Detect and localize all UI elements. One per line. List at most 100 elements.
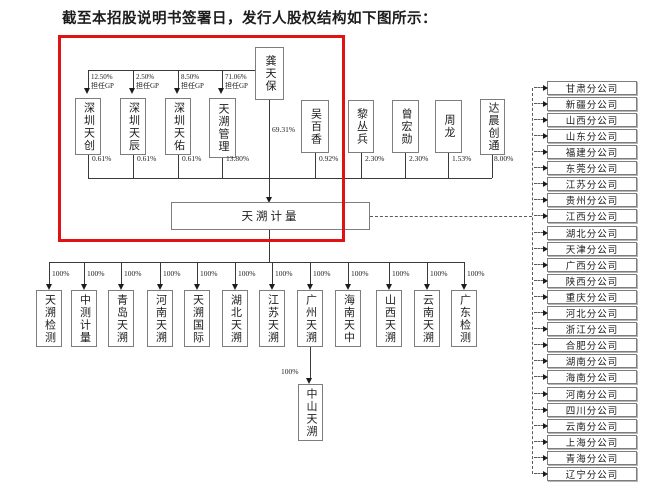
entity-name: 中山天溯: [305, 387, 317, 438]
connector-line: [235, 262, 236, 284]
subsidiary-name: 天溯检测: [43, 293, 56, 344]
dotted-connector-line: [534, 457, 544, 458]
arrow-down-icon: [129, 88, 135, 94]
branch-company-label: 四川分公司: [565, 407, 619, 417]
connector-line: [405, 153, 406, 178]
subsidiary-box: 天溯检测: [36, 290, 62, 347]
arrow-right-icon: [543, 406, 548, 413]
branch-company-box: 贵州分公司: [534, 193, 637, 207]
dotted-connector-line: [534, 264, 544, 265]
entity-box-zeng-hongxun: 曾宏勋: [392, 100, 419, 153]
stake-pct-label: 100%: [281, 367, 299, 376]
entity-box-dachen-chuangtong: 达晨创通: [480, 99, 505, 155]
branch-company-box: 甘肃分公司: [534, 81, 637, 95]
gp-stake-label: 2.50% 担任GP: [136, 73, 176, 90]
dotted-connector-line: [534, 409, 544, 410]
subsidiary-group: 100% 云南天溯: [414, 262, 448, 385]
entity-name: 周龙: [443, 114, 455, 139]
arrow-right-icon: [543, 422, 548, 429]
connector-line: [133, 155, 134, 178]
subsidiary-box: 云南天溯: [414, 290, 440, 347]
stake-pct-label: 100%: [124, 269, 142, 278]
arrow-down-icon: [156, 284, 163, 290]
connector-line: [88, 155, 89, 178]
arrow-right-icon: [543, 116, 548, 123]
dotted-connector-line: [534, 167, 544, 168]
branch-company-box: 湖南分公司: [534, 354, 637, 368]
stake-pct-label: 100%: [351, 269, 369, 278]
arrow-right-icon: [543, 438, 548, 445]
branch-company-label: 东莞分公司: [565, 165, 619, 175]
dotted-connector-line: [534, 280, 544, 281]
gp-stake-label: 71.06% 担任GP: [225, 73, 265, 90]
dotted-connector-line: [534, 151, 544, 152]
branch-company-box: 福建分公司: [534, 145, 637, 159]
connector-line: [160, 262, 161, 284]
arrow-down-icon: [460, 284, 467, 290]
dotted-connector-line: [534, 215, 544, 216]
entity-name: 龚天保: [264, 54, 276, 93]
subsidiary-box: 广东检测: [451, 290, 477, 347]
stake-pct-label: 0.61%: [182, 154, 202, 163]
arrow-down-icon: [268, 284, 275, 290]
connector-line: [427, 262, 428, 284]
dotted-connector-line: [534, 425, 544, 426]
branch-company-label: 新疆分公司: [565, 101, 619, 111]
connector-line: [310, 347, 311, 378]
connector-line: [492, 155, 493, 178]
branch-company-box: 广西分公司: [534, 258, 637, 272]
dotted-connector-line: [534, 119, 544, 120]
subsidiary-name: 中测计量: [78, 293, 91, 344]
entity-name: 曾宏勋: [400, 107, 412, 146]
gp-drop-line: [222, 70, 223, 88]
arrow-down-icon: [117, 284, 124, 290]
arrow-down-icon: [306, 284, 313, 290]
branch-company-box: 合肥分公司: [534, 338, 637, 352]
arrow-down-icon: [218, 88, 224, 94]
connector-line: [84, 262, 85, 284]
branch-company-label: 山东分公司: [565, 133, 619, 143]
branch-company-label: 河南分公司: [565, 391, 619, 401]
branch-company-label: 甘肃分公司: [565, 85, 619, 95]
branch-company-label: 海南分公司: [565, 374, 619, 384]
arrow-right-icon: [543, 132, 548, 139]
entity-box-zhongshan-tiansu: 中山天溯: [298, 384, 323, 441]
dotted-connector-line: [534, 393, 544, 394]
subsidiary-group: 100% 广东检测: [451, 262, 485, 385]
entity-name: 天溯管理: [217, 103, 229, 153]
founder-stake-pct-label: 69.31%: [272, 125, 296, 134]
dotted-connector-line: [534, 328, 544, 329]
entity-box-zhou-long: 周龙: [435, 100, 462, 153]
connector-line: [121, 262, 122, 284]
connector-line: [389, 262, 390, 284]
branch-company-box: 辽宁分公司: [534, 467, 637, 481]
arrow-down-icon: [174, 88, 180, 94]
dotted-connector-line: [534, 312, 544, 313]
arrow-down-icon: [231, 284, 238, 290]
gp-pct: 2.50%: [136, 73, 155, 81]
arrow-right-icon: [543, 196, 548, 203]
connector-line: [269, 230, 270, 262]
stake-pct-label: 13.80%: [226, 154, 250, 163]
gp-pct: 8.50%: [181, 73, 200, 81]
entity-box-shenzhen-tianyou: 深圳天佑: [165, 98, 191, 155]
dotted-connector-line: [534, 87, 544, 88]
branch-company-box: 江西分公司: [534, 209, 637, 223]
arrow-right-icon: [543, 293, 548, 300]
stake-pct-label: 0.92%: [319, 154, 339, 163]
entity-box-li-congbing: 黎丛兵: [348, 100, 374, 153]
arrow-right-icon: [543, 470, 548, 477]
entity-name: 吴百香: [309, 107, 322, 146]
branch-company-box: 上海分公司: [534, 435, 637, 449]
stake-pct-label: 100%: [313, 269, 331, 278]
dotted-connector-line: [370, 216, 532, 217]
arrow-right-icon: [543, 325, 548, 332]
branch-company-box: 云南分公司: [534, 419, 637, 433]
connector-line: [448, 153, 449, 178]
page-title: 截至本招股说明书签署日，发行人股权结构如下图所示：: [62, 11, 437, 27]
branch-company-label: 云南分公司: [565, 423, 619, 433]
arrow-right-icon: [543, 212, 548, 219]
branch-company-label: 江苏分公司: [565, 181, 619, 191]
dotted-connector-line: [534, 360, 544, 361]
subsidiary-box: 山西天溯: [376, 290, 402, 347]
